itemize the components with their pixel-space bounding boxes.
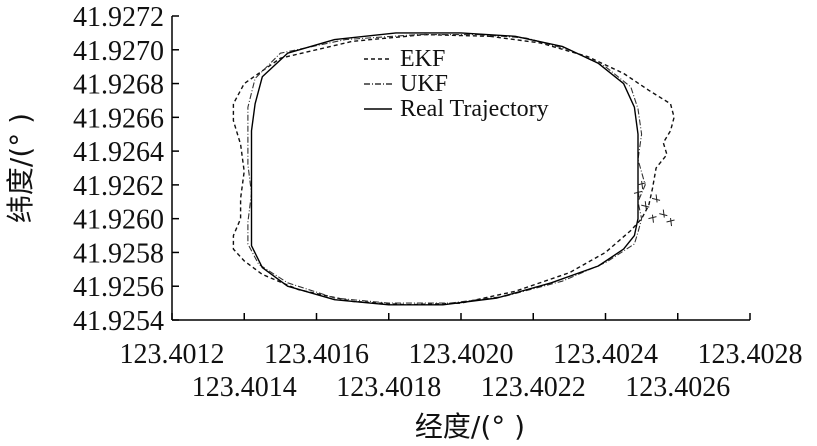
y-tick-label: 41.9268 bbox=[73, 70, 164, 101]
y-tick-label: 41.9264 bbox=[73, 137, 164, 168]
legend-label-ukf: UKF bbox=[400, 71, 448, 97]
labels-layer: 41.927241.927041.926841.926641.926441.92… bbox=[4, 2, 803, 443]
x-tick-label: 123.4014 bbox=[192, 372, 297, 403]
y-tick-label: 41.9266 bbox=[73, 103, 164, 134]
axes-layer bbox=[171, 15, 751, 321]
series-layer bbox=[232, 32, 675, 306]
x-tick-label: 123.4016 bbox=[264, 339, 369, 370]
noise-mark bbox=[651, 197, 661, 201]
x-tick-label: 123.4022 bbox=[481, 372, 586, 403]
noise-mark bbox=[641, 180, 644, 189]
x-tick-label: 123.4028 bbox=[698, 339, 803, 370]
y-tick-label: 41.9270 bbox=[73, 36, 164, 67]
y-tick-label: 41.9260 bbox=[73, 205, 164, 236]
x-axis-title: 经度/(° ) bbox=[415, 410, 525, 443]
noise-mark bbox=[662, 209, 665, 218]
y-tick-label: 41.9256 bbox=[73, 272, 164, 303]
legend-label-ekf: EKF bbox=[400, 46, 445, 72]
x-tick-label: 123.4018 bbox=[336, 372, 441, 403]
noise-mark bbox=[644, 201, 647, 210]
y-tick-label: 41.9258 bbox=[73, 238, 164, 269]
series-line-ekf bbox=[232, 33, 675, 306]
y-axis-title: 纬度/(° ) bbox=[4, 113, 37, 223]
noise-mark bbox=[659, 213, 668, 217]
series-line-ukf bbox=[247, 34, 646, 304]
noise-mark bbox=[655, 194, 658, 203]
series-line-real-trajectory bbox=[250, 32, 639, 306]
y-tick-label: 41.9262 bbox=[73, 171, 164, 202]
legend-label-real-trajectory: Real Trajectory bbox=[400, 96, 549, 122]
noise-mark bbox=[641, 204, 650, 208]
y-tick-label: 41.9272 bbox=[73, 2, 164, 33]
x-tick-label: 123.4026 bbox=[625, 372, 730, 403]
noise-mark bbox=[637, 189, 640, 198]
x-tick-label: 123.4020 bbox=[409, 339, 514, 370]
x-tick-label: 123.4024 bbox=[553, 339, 658, 370]
x-tick-label: 123.4012 bbox=[120, 339, 225, 370]
noise-mark bbox=[651, 214, 654, 223]
series-noise-cluster bbox=[633, 180, 675, 227]
y-tick-label: 41.9254 bbox=[73, 306, 164, 337]
noise-mark bbox=[670, 217, 673, 227]
